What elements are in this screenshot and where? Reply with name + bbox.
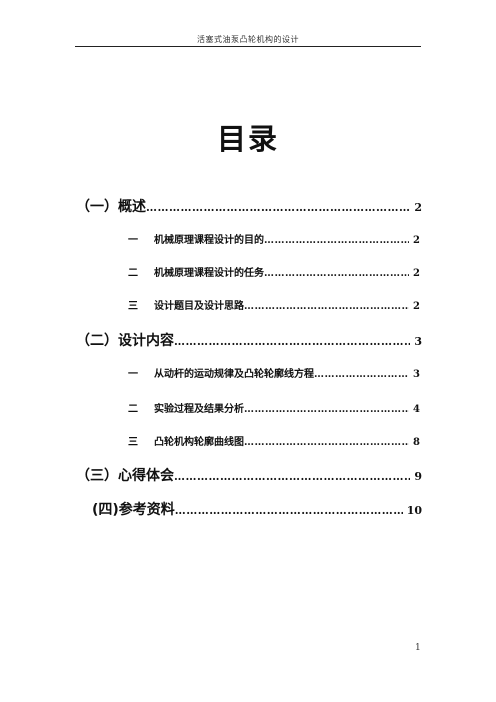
toc-entry-overview[interactable]: （一） 概述 …………………………………………………………………………… 2 [76,198,422,216]
toc-entry-page: 2 [413,235,420,246]
toc-entry-number: 一 [128,235,138,246]
toc-entry-page: 2 [413,268,420,279]
toc-entry-label: 实验过程及结果分析 [154,404,244,415]
toc-title: 目录 [216,122,279,156]
toc-entry-label: 设计内容 [118,333,174,349]
toc-leader-dots: ………………………………………………………… [244,301,410,312]
toc-leader-dots: …………………………………………………………………………… [174,504,403,517]
toc-entry-label: 从动杆的运动规律及凸轮轮廓线方程 [154,369,314,380]
toc-entry-number: 一 [128,369,138,380]
toc-leader-dots: ……………………………… [314,369,409,380]
toc-entry-number: 二 [128,404,138,415]
toc-entry-number: （二） [76,333,118,349]
toc-entry-number: （一） [76,199,118,215]
toc-entry-page: 9 [414,470,422,483]
running-header: 活塞式油泵凸轮机构的设计 [197,35,299,44]
toc-entry-number: 三 [128,437,138,448]
toc-entry-course-task[interactable]: 二 机械原理课程设计的任务 ……………………………………………… 2 [128,265,420,283]
toc-entry-references[interactable]: (四) 参考资料 …………………………………………………………………………… 1… [92,501,422,519]
toc-entry-label: 凸轮机构轮廓曲线图 [154,437,244,448]
toc-leader-dots: ………………………………………………………… [244,437,410,448]
toc-entry-design-topic[interactable]: 三 设计题目及设计思路 ………………………………………………………… 2 [128,298,420,316]
toc-leader-dots: …………………………………………………………………………… [174,470,411,483]
toc-entry-number: 三 [128,301,138,312]
toc-entry-cam-profile[interactable]: 三 凸轮机构轮廓曲线图 ………………………………………………………… 8 [128,434,420,452]
toc-entry-label: 心得体会 [118,468,174,484]
toc-entry-page: 2 [414,201,422,214]
toc-entry-number: 二 [128,268,138,279]
toc-leader-dots: ……………………………………………… [264,268,409,279]
toc-entry-page: 2 [413,301,420,312]
toc-leader-dots: ………………………………………………………… [244,404,410,415]
toc-entry-page: 4 [413,404,420,415]
toc-entry-number: （三） [76,468,118,484]
toc-entry-number: (四) [92,502,119,518]
toc-entry-label: 机械原理课程设计的任务 [154,268,264,279]
toc-entry-label: 设计题目及设计思路 [154,301,244,312]
toc-entry-reflections[interactable]: （三） 心得体会 …………………………………………………………………………… 9 [76,467,422,485]
toc-leader-dots: …………………………………………………………………………… [146,201,411,214]
header-rule [75,46,421,47]
toc-entry-label: 概述 [118,199,146,215]
toc-entry-follower-motion[interactable]: 一 从动杆的运动规律及凸轮轮廓线方程 ……………………………… 3 [128,366,420,384]
toc-entry-design-content[interactable]: （二） 设计内容 …………………………………………………………………………… 3 [76,332,422,350]
toc-entry-experiment[interactable]: 二 实验过程及结果分析 ………………………………………………………… 4 [128,401,420,419]
page-number: 1 [415,643,421,653]
toc-leader-dots: ……………………………………………… [264,235,409,246]
toc-entry-page: 3 [414,335,422,348]
toc-entry-label: 参考资料 [118,502,175,518]
toc-leader-dots: …………………………………………………………………………… [174,335,411,348]
toc-entry-page: 3 [413,369,420,380]
toc-entry-course-purpose[interactable]: 一 机械原理课程设计的目的 ……………………………………………… 2 [128,232,420,250]
toc-entry-page: 10 [406,504,422,517]
toc-entry-label: 机械原理课程设计的目的 [154,235,264,246]
toc-entry-page: 8 [413,437,420,448]
